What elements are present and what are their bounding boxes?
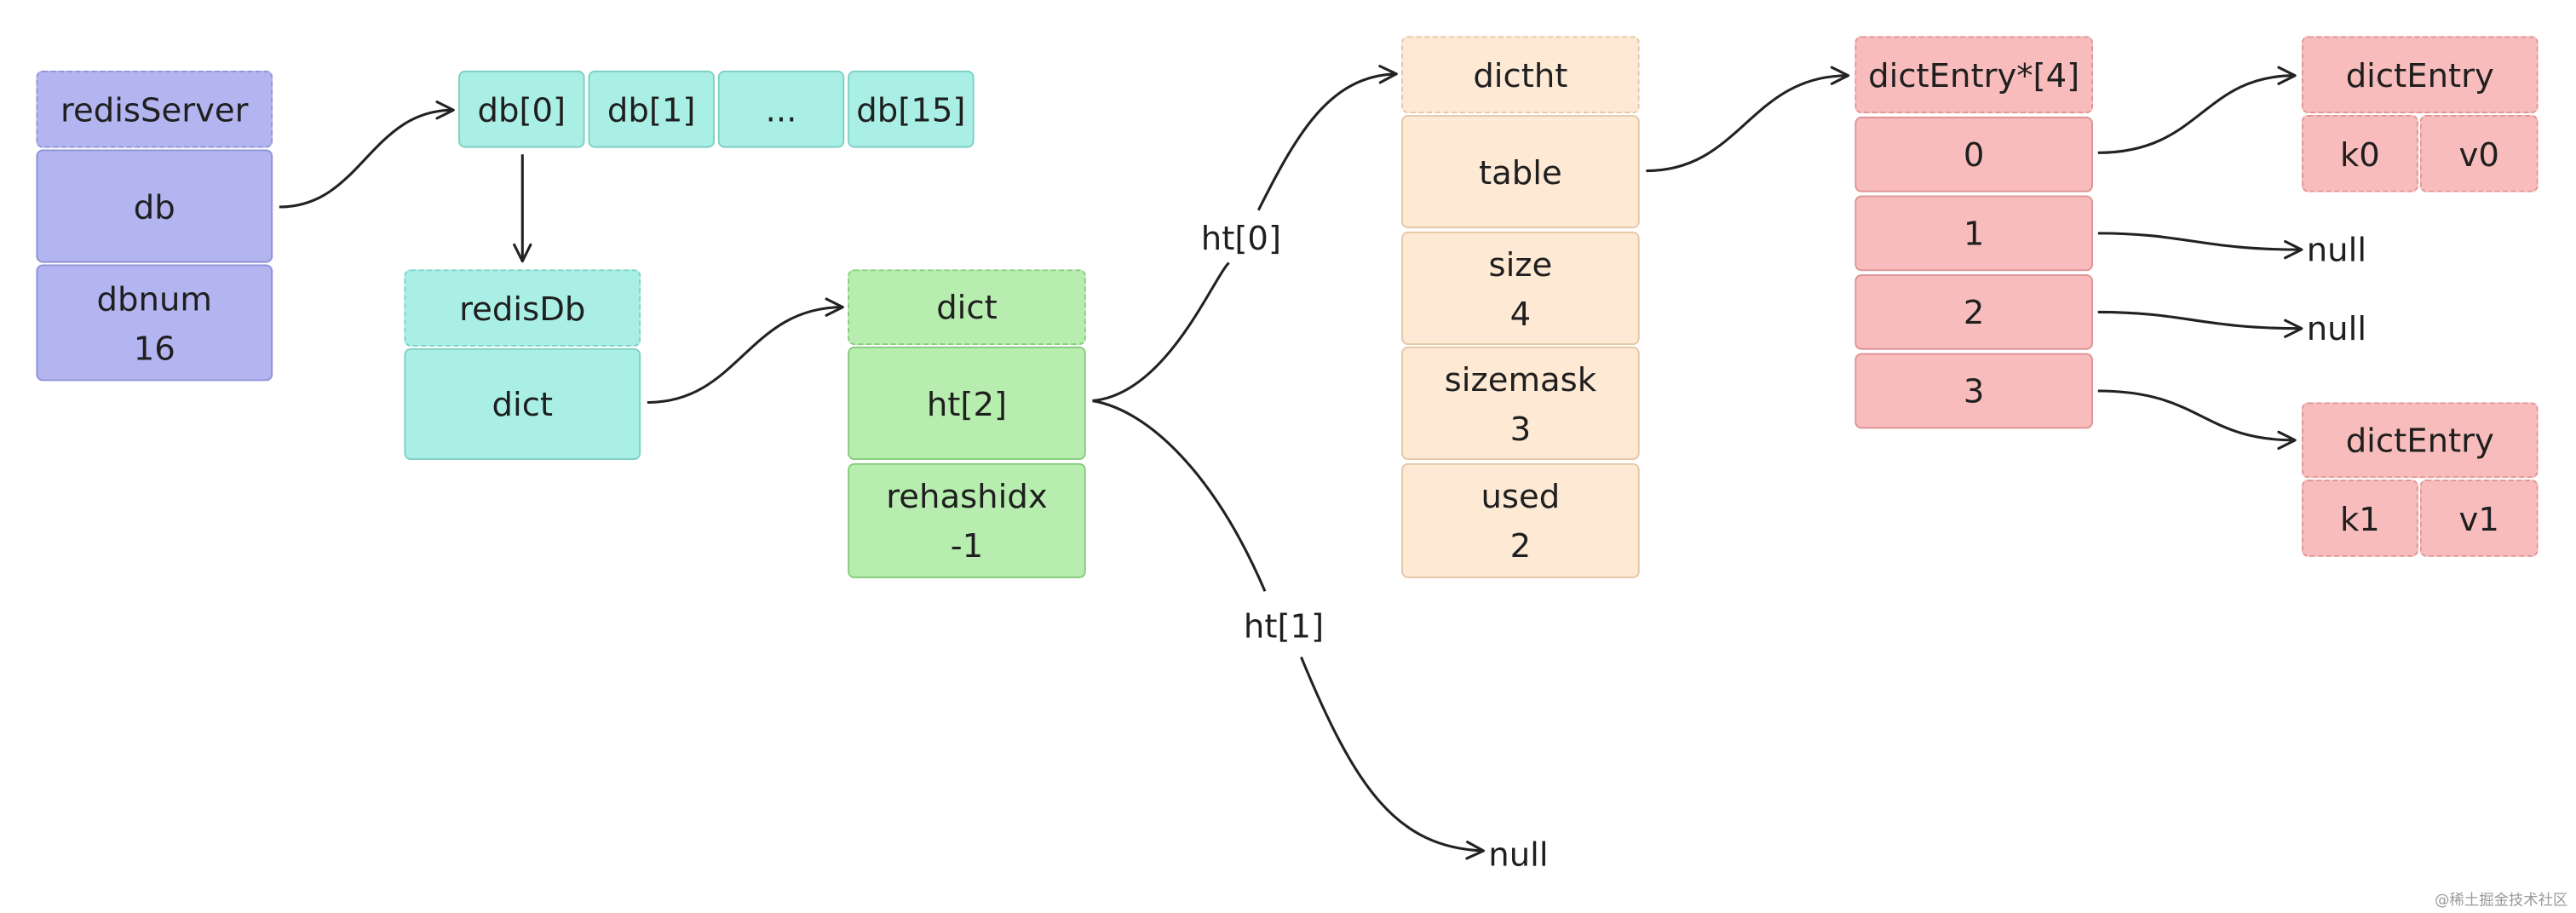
db-array-item-15: db[15] bbox=[848, 70, 975, 148]
watermark: @稀土掘金技术社区 bbox=[2435, 893, 2568, 910]
used-value: 2 bbox=[1509, 525, 1532, 566]
db-array-item-text: db[0] bbox=[477, 89, 566, 129]
dict-entry1-title-text: dictEntry bbox=[2345, 420, 2494, 460]
db-array-item-1: db[1] bbox=[588, 70, 715, 148]
dict-entry1-title: dictEntry bbox=[2301, 402, 2539, 479]
table-slot-1: 1 bbox=[1854, 195, 2093, 272]
size-value: 4 bbox=[1509, 293, 1532, 333]
rehashidx-value: -1 bbox=[950, 525, 984, 566]
table-slot-text: 0 bbox=[1963, 135, 1985, 175]
redis-server-title-text: redisServer bbox=[60, 89, 249, 129]
rehashidx-label: rehashidx bbox=[886, 476, 1048, 516]
table-slot-0: 0 bbox=[1854, 116, 2093, 192]
dictht-size-field: size 4 bbox=[1401, 231, 1640, 345]
dict-title: dict bbox=[848, 269, 1086, 345]
null-label-slot1: null bbox=[2303, 229, 2370, 270]
redis-db-title-text: redisDb bbox=[459, 288, 586, 328]
dict-entry0-title: dictEntry bbox=[2301, 36, 2539, 114]
size-label: size bbox=[1488, 244, 1553, 284]
redis-server-title: redisServer bbox=[36, 70, 273, 148]
dictht-title-text: dictht bbox=[1473, 55, 1568, 95]
dictht-table-text: table bbox=[1479, 152, 1562, 192]
dict-entry0-key: k0 bbox=[2301, 114, 2418, 192]
dict-ht-field: ht[2] bbox=[848, 346, 1086, 460]
ht1-edge-label: ht[1] bbox=[1240, 606, 1328, 646]
arrow-dict-to-dictstruct bbox=[647, 297, 844, 405]
redis-db-dict-text: dict bbox=[492, 384, 554, 424]
dict-entry1-value-text: v1 bbox=[2458, 498, 2499, 538]
dict-entry0-title-text: dictEntry bbox=[2345, 55, 2494, 95]
dictht-title: dictht bbox=[1401, 36, 1640, 114]
db-array-item-ellipsis: ... bbox=[717, 70, 845, 148]
dict-ht-text: ht[2] bbox=[926, 383, 1008, 423]
table-array-title: dictEntry*[4] bbox=[1854, 36, 2093, 114]
db-array-item-0: db[0] bbox=[458, 70, 585, 148]
redis-server-dbnum-field: dbnum 16 bbox=[36, 264, 273, 382]
null-label-slot2: null bbox=[2303, 308, 2370, 348]
redis-server-db-field: db bbox=[36, 149, 273, 263]
table-slot-3: 3 bbox=[1854, 353, 2093, 429]
used-label: used bbox=[1481, 476, 1561, 516]
dbnum-value: 16 bbox=[133, 327, 175, 368]
arrow-db-to-dbarray bbox=[279, 100, 455, 209]
db-array-item-text: ... bbox=[765, 89, 797, 129]
arrow-ht-to-dictht-upper bbox=[1256, 65, 1398, 211]
redis-db-title: redisDb bbox=[404, 269, 641, 347]
table-slot-text: 2 bbox=[1963, 292, 1985, 332]
table-slot-2: 2 bbox=[1854, 274, 2093, 350]
dictht-sizemask-field: sizemask 3 bbox=[1401, 346, 1640, 460]
arrow-ht-to-null bbox=[1092, 399, 1267, 592]
arrow-slot3-to-entry1 bbox=[2097, 389, 2297, 451]
db-array-item-text: db[1] bbox=[607, 89, 696, 129]
arrow-slot1-to-null bbox=[2097, 232, 2303, 260]
sizemask-label: sizemask bbox=[1444, 359, 1597, 399]
table-slot-text: 3 bbox=[1963, 370, 1985, 411]
db-array-item-text: db[15] bbox=[856, 89, 966, 129]
table-array-title-text: dictEntry*[4] bbox=[1868, 55, 2080, 95]
arrow-ht-to-dictht bbox=[1092, 261, 1230, 403]
table-slot-text: 1 bbox=[1963, 213, 1985, 253]
dict-entry0-key-text: k0 bbox=[2339, 134, 2380, 174]
arrow-ht-to-null-lower bbox=[1300, 656, 1486, 860]
dict-entry1-value: v1 bbox=[2419, 479, 2539, 557]
dict-entry0-value: v0 bbox=[2419, 114, 2539, 192]
dict-entry1-key-text: k1 bbox=[2339, 498, 2380, 538]
dictht-table-field: table bbox=[1401, 114, 1640, 229]
arrow-table-to-array bbox=[1646, 66, 1850, 173]
redis-db-dict-field: dict bbox=[404, 347, 641, 460]
arrow-slot0-to-entry0 bbox=[2097, 66, 2297, 154]
dict-title-text: dict bbox=[936, 287, 998, 327]
dict-rehashidx-field: rehashidx -1 bbox=[848, 462, 1086, 578]
ht0-edge-label: ht[0] bbox=[1197, 218, 1285, 258]
dict-entry1-key: k1 bbox=[2301, 479, 2418, 557]
null-label-ht1: null bbox=[1485, 834, 1552, 874]
sizemask-value: 3 bbox=[1509, 408, 1532, 448]
dbnum-label: dbnum bbox=[96, 278, 212, 319]
arrow-slot2-to-null bbox=[2097, 310, 2303, 338]
redis-server-db-text: db bbox=[133, 186, 175, 227]
dictht-used-field: used 2 bbox=[1401, 462, 1640, 578]
dict-entry0-value-text: v0 bbox=[2458, 134, 2499, 174]
